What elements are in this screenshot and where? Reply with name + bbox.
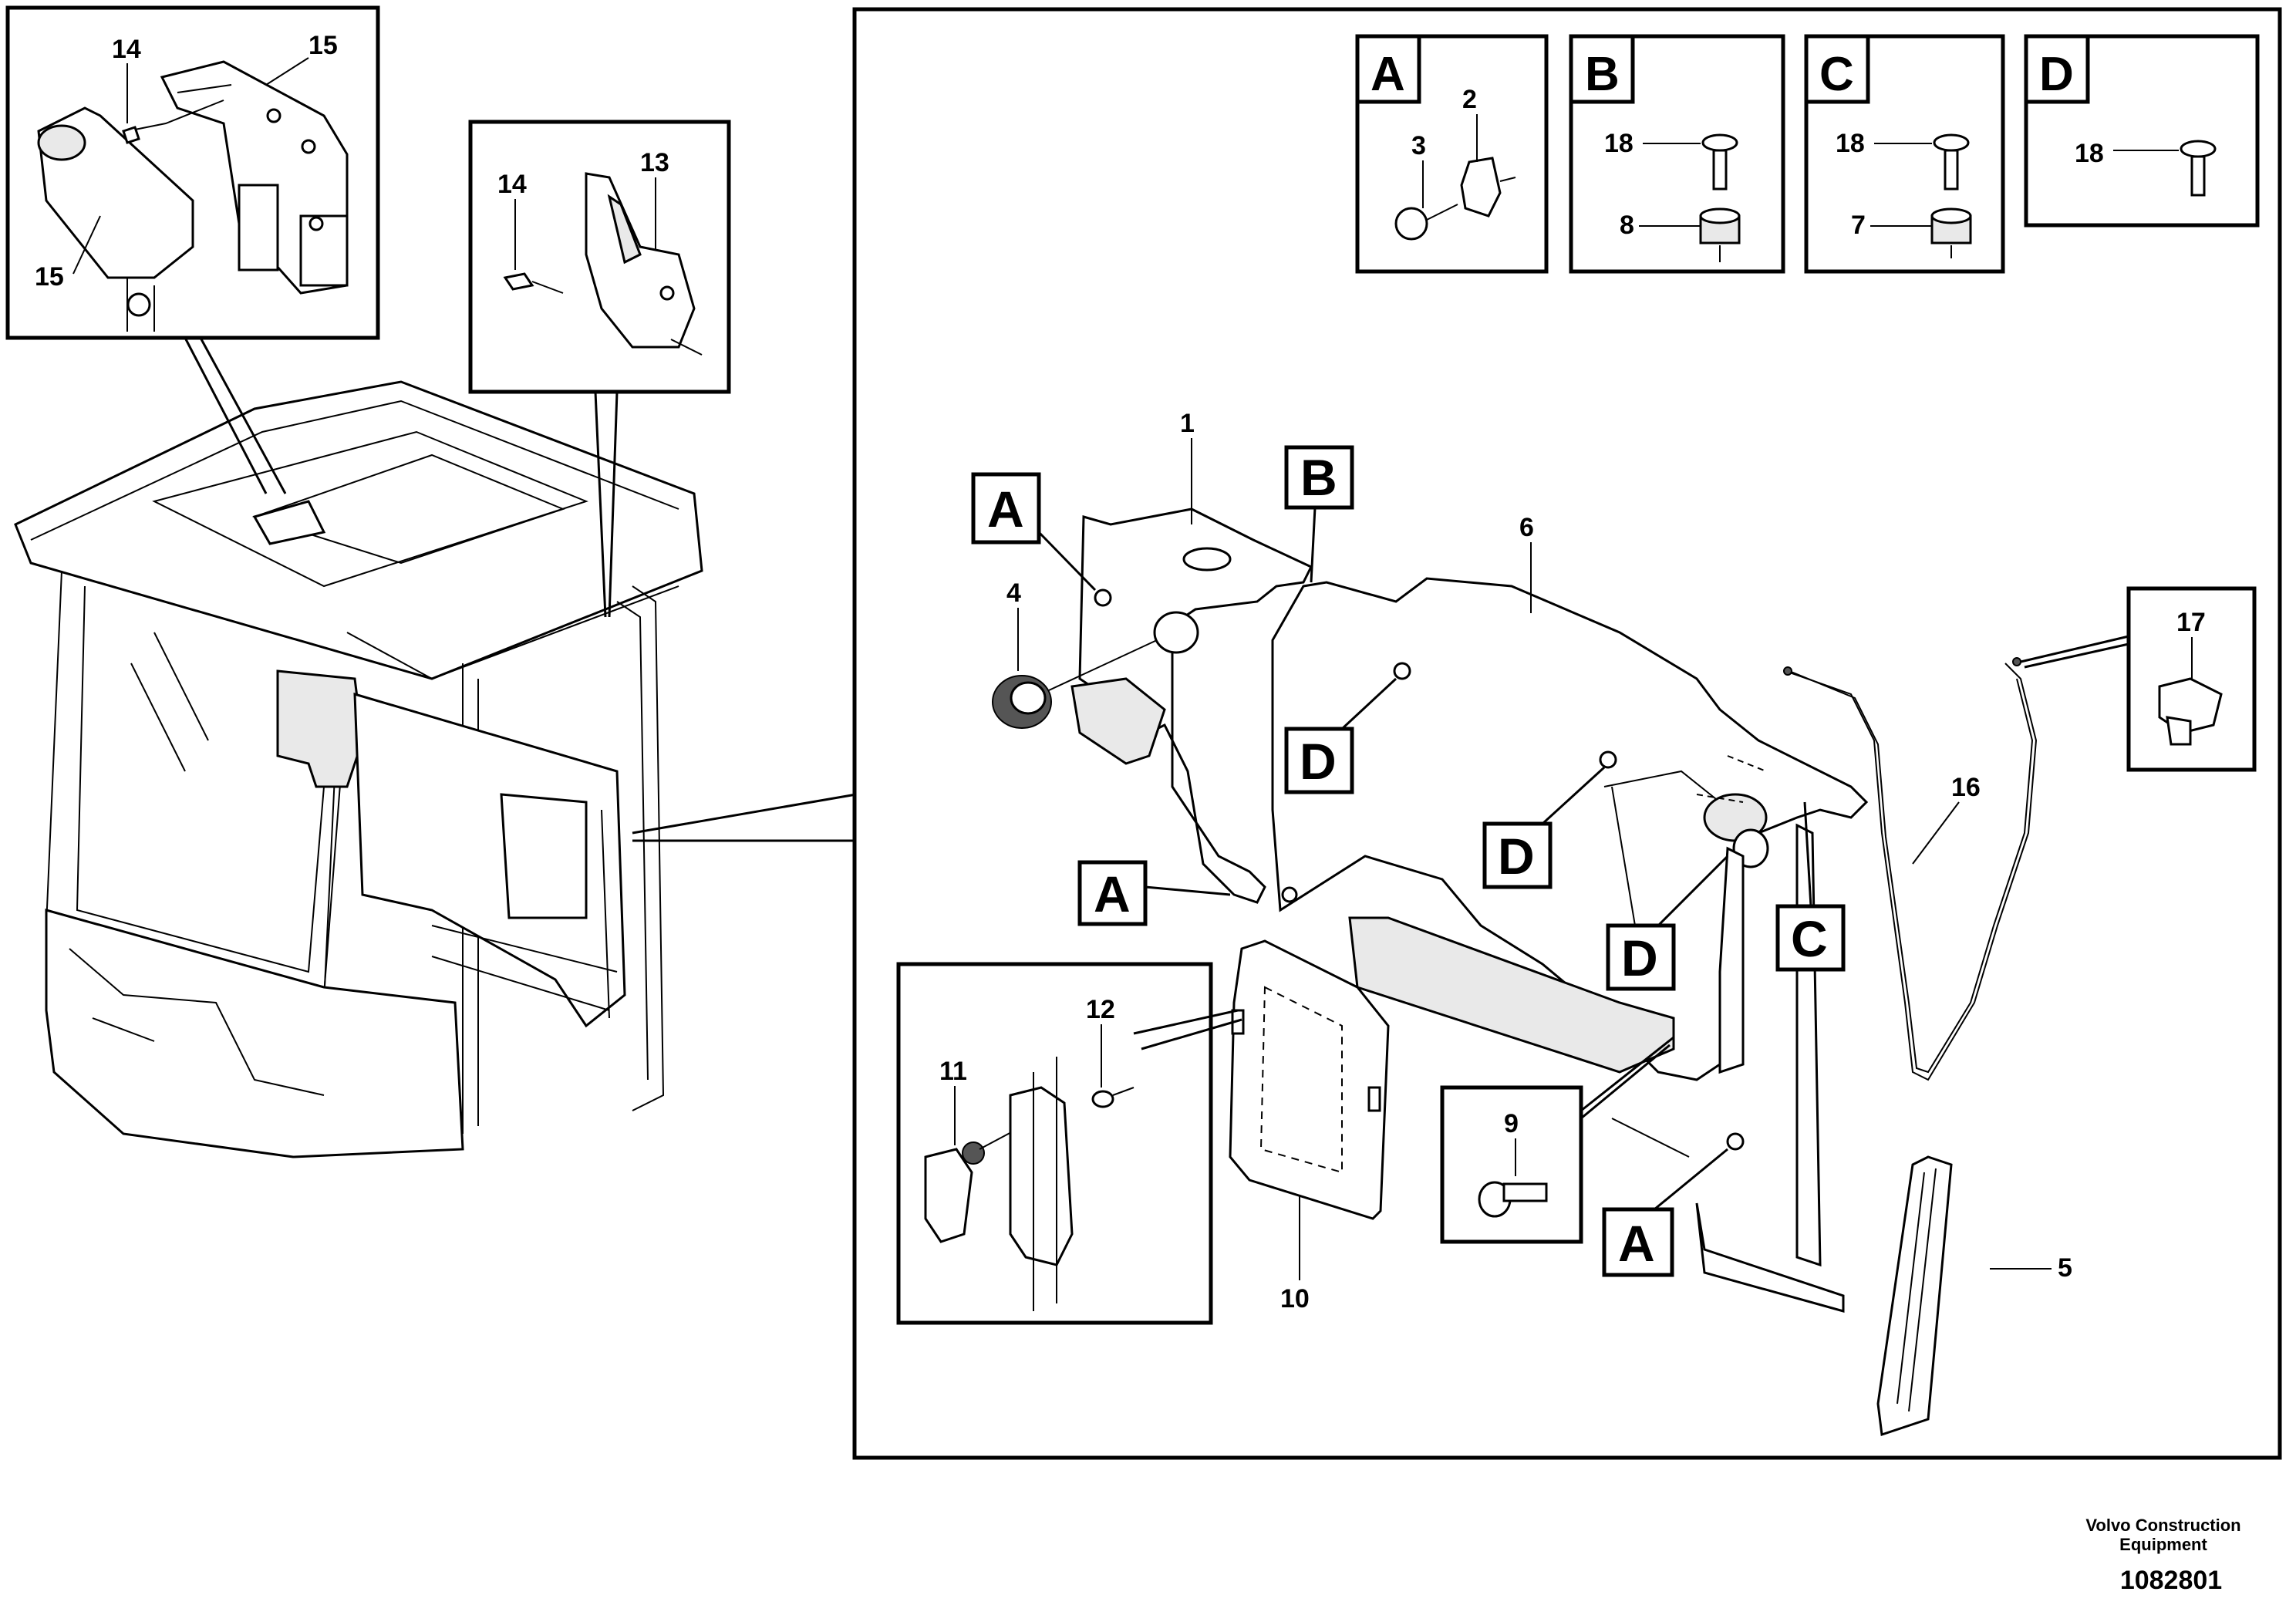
callout-a2: A xyxy=(1077,860,1231,926)
label-8-b: 8 xyxy=(1620,211,1634,240)
cab-overview xyxy=(14,380,703,1158)
callout-a1: A xyxy=(971,472,1097,592)
cable-16 xyxy=(1783,657,2038,1081)
label-5: 5 xyxy=(2058,1253,2072,1283)
panel-6 xyxy=(1271,577,1869,1081)
svg-text:C: C xyxy=(1791,910,1828,967)
label-7: 7 xyxy=(1851,211,1866,240)
detail-box-9 xyxy=(1440,1036,1674,1244)
label-14-mid: 14 xyxy=(497,170,527,199)
box-letter-c: C xyxy=(1819,48,1854,101)
main-panel-frame xyxy=(852,7,2282,1460)
box-letter-b: B xyxy=(1585,48,1620,101)
detail-box-c: C xyxy=(1804,34,2005,274)
detail-box-17 xyxy=(2020,586,2257,772)
drawing-number: 1082801 xyxy=(2120,1566,2222,1595)
trim-5 xyxy=(1876,1155,1953,1437)
svg-text:A: A xyxy=(987,481,1024,538)
label-3: 3 xyxy=(1411,131,1426,160)
detail-hook xyxy=(468,120,731,394)
label-15-top: 15 xyxy=(308,31,338,60)
callout-c1: C xyxy=(1775,801,1846,972)
detail-box-11-12 xyxy=(896,962,1242,1325)
label-11: 11 xyxy=(939,1057,967,1086)
label-1: 1 xyxy=(1180,409,1195,438)
label-9: 9 xyxy=(1504,1109,1519,1138)
label-18-d: 18 xyxy=(2075,139,2104,168)
callout-a3: A xyxy=(1602,1148,1728,1277)
detail-box-a: A xyxy=(1355,34,1549,274)
detail-box-d: D xyxy=(2024,34,2260,228)
footer-company-line2: Equipment xyxy=(2119,1535,2207,1554)
callout-b1: B xyxy=(1284,445,1354,583)
callout-d3: D xyxy=(1606,855,1729,991)
callout-d1: D xyxy=(1284,677,1397,794)
label-2: 2 xyxy=(1462,85,1477,114)
label-17: 17 xyxy=(2176,608,2206,637)
svg-text:A: A xyxy=(1094,865,1131,922)
callout-d2: D xyxy=(1482,766,1606,889)
svg-text:D: D xyxy=(1498,828,1535,885)
label-13: 13 xyxy=(640,148,669,177)
label-15-left: 15 xyxy=(35,262,64,292)
label-18-b: 18 xyxy=(1604,129,1633,158)
label-16: 16 xyxy=(1951,773,1981,802)
cover-10 xyxy=(1229,939,1390,1220)
svg-text:A: A xyxy=(1618,1215,1655,1272)
box-letter-a: A xyxy=(1371,48,1405,101)
panel-1 xyxy=(1070,508,1313,904)
svg-text:D: D xyxy=(1300,733,1337,790)
svg-text:D: D xyxy=(1621,929,1658,986)
footer-company-line1: Volvo Construction xyxy=(2085,1516,2240,1535)
label-18-c: 18 xyxy=(1836,129,1865,158)
detail-box-b: B xyxy=(1569,34,1785,274)
label-4: 4 xyxy=(1006,578,1021,608)
label-14-top: 14 xyxy=(112,35,141,64)
box-letter-d: D xyxy=(2039,48,2074,101)
label-12: 12 xyxy=(1086,995,1115,1024)
detail-handle-bracket xyxy=(5,5,380,340)
knob-4 xyxy=(992,639,1158,729)
svg-text:B: B xyxy=(1300,449,1337,506)
label-6: 6 xyxy=(1519,513,1534,542)
label-10: 10 xyxy=(1280,1284,1310,1313)
